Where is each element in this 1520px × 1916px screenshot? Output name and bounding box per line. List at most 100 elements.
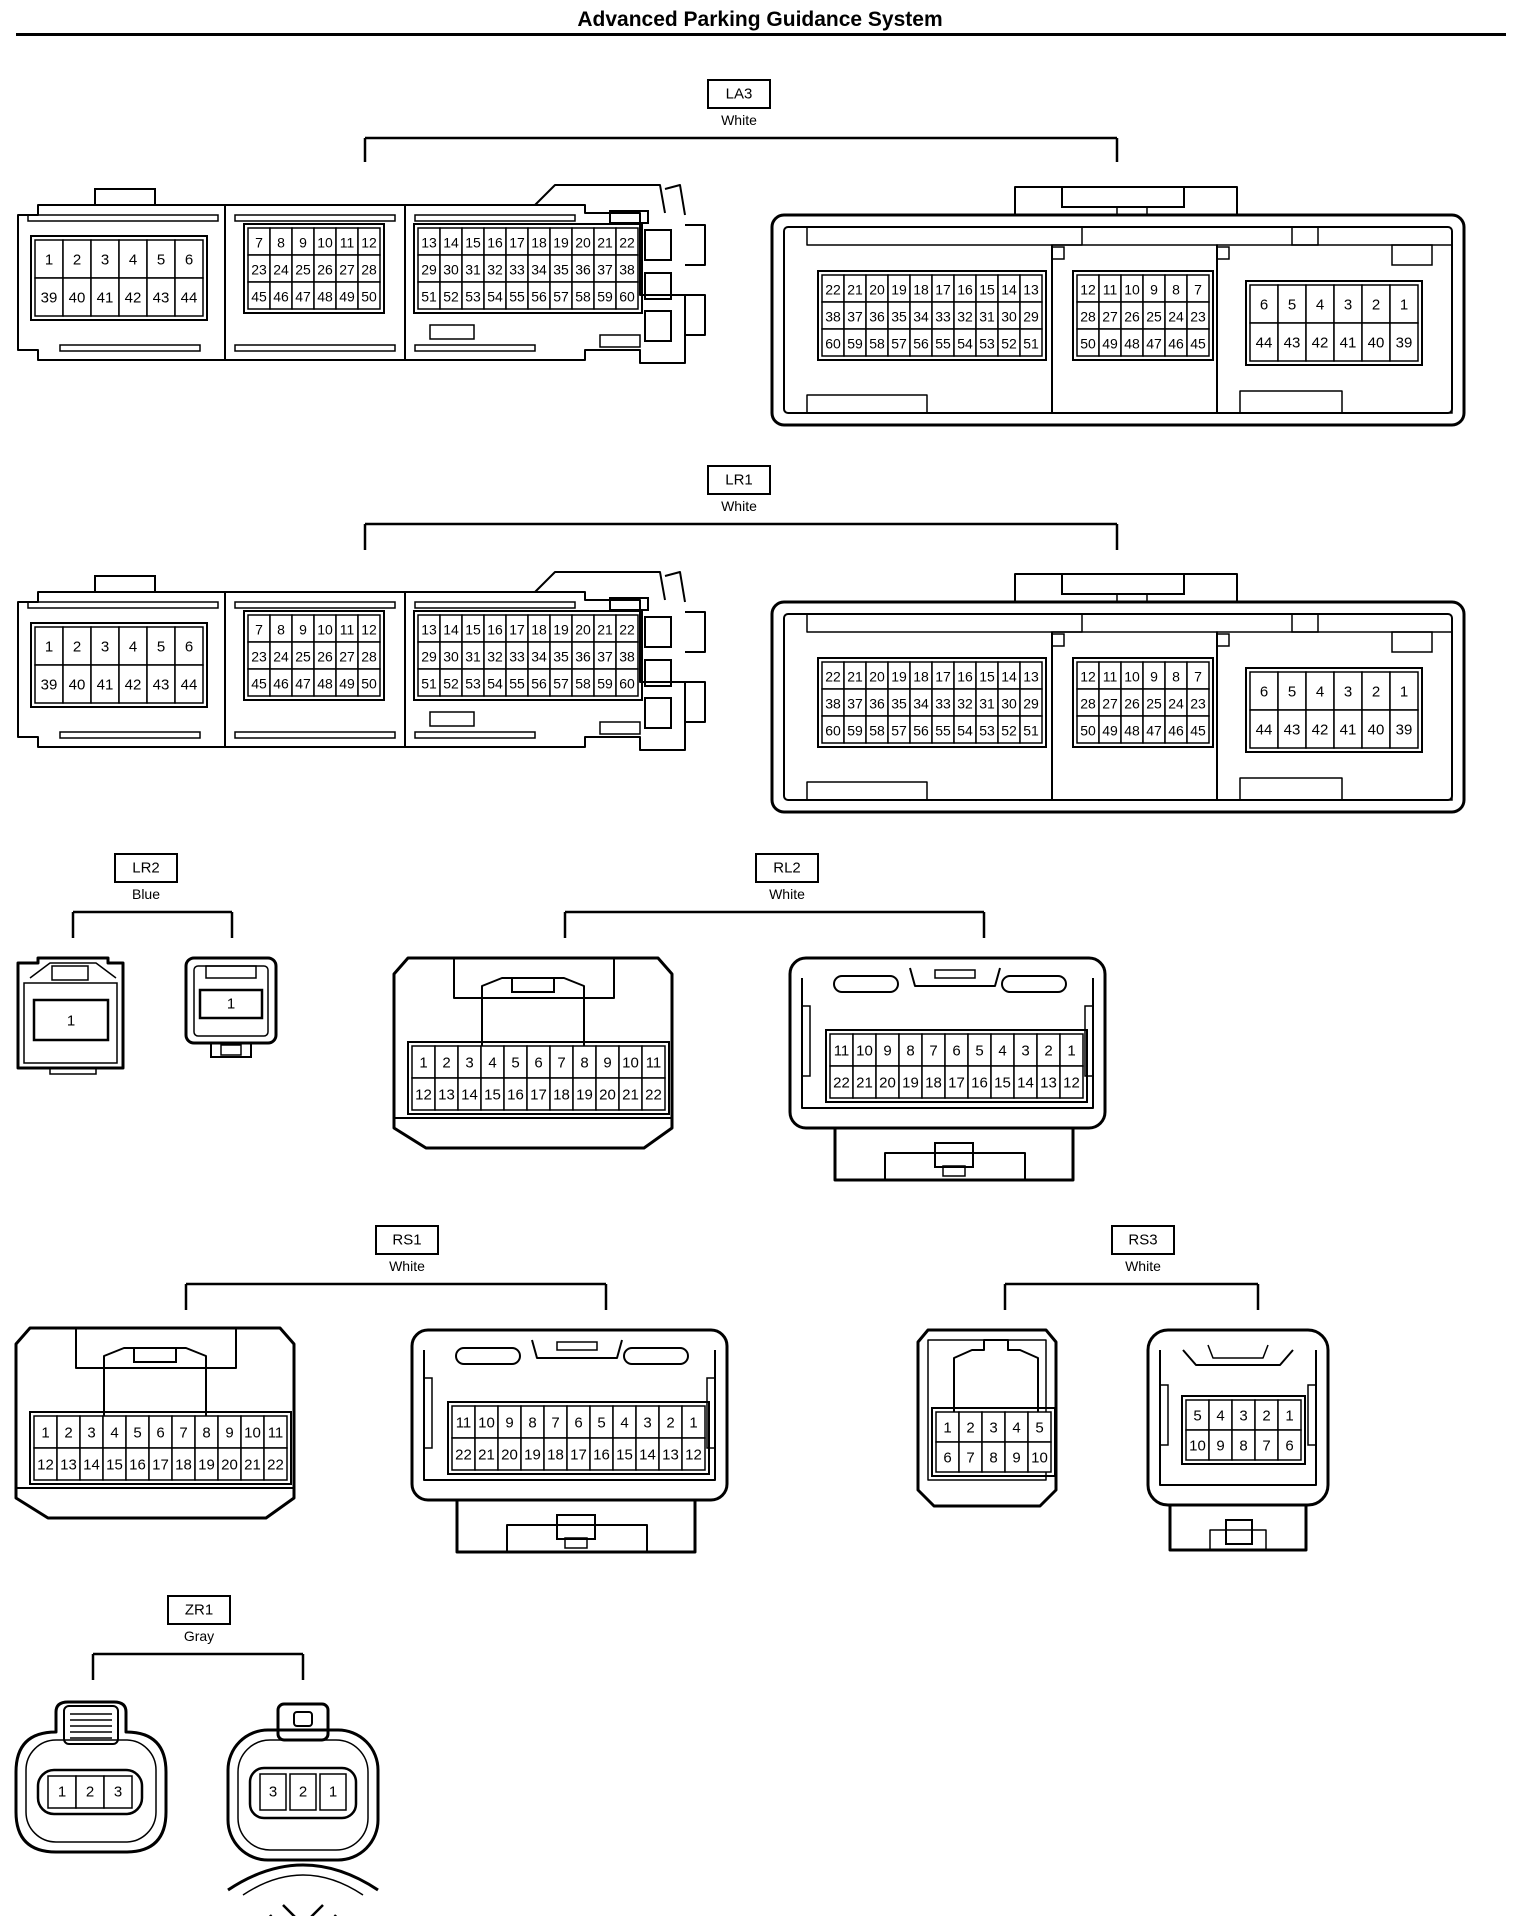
housing-outline <box>25 1739 157 1843</box>
pin-number: 50 <box>1080 723 1096 739</box>
housing-outline <box>623 1347 689 1365</box>
pin-number: 3 <box>101 252 109 269</box>
housing-outline <box>685 224 706 266</box>
terminal-cavity <box>825 1029 1088 1103</box>
pin-number: 14 <box>1001 282 1017 298</box>
pin-cell <box>62 277 92 317</box>
pin-number: 8 <box>1239 1438 1247 1455</box>
pin-cell <box>615 668 639 697</box>
terminal-cavity <box>1245 280 1423 366</box>
pin-number: 43 <box>1284 335 1301 352</box>
pin-number: 4 <box>998 1043 1006 1060</box>
housing-outline <box>599 334 641 348</box>
housing-outline <box>1391 244 1433 266</box>
connector-id-box <box>755 853 819 883</box>
housing-outline <box>455 1347 521 1365</box>
housing-outline <box>1014 573 1238 602</box>
pin-number: 9 <box>1150 669 1158 685</box>
pin-number: 29 <box>421 262 437 278</box>
housing-outline <box>36 1768 144 1816</box>
pin-number: 51 <box>421 676 437 692</box>
housing-outline <box>59 344 201 352</box>
terminal-cavity <box>413 223 643 314</box>
pin-number: 46 <box>273 676 289 692</box>
pin-number: 38 <box>619 262 635 278</box>
pin-cell <box>1361 671 1391 711</box>
pin-cell <box>1361 284 1391 324</box>
pin-number: 20 <box>501 1447 518 1464</box>
pin-number: 1 <box>689 1415 697 1432</box>
pin-number: 46 <box>1168 336 1184 352</box>
pin-number: 53 <box>979 723 995 739</box>
pin-number: 14 <box>1017 1075 1034 1092</box>
pin-number: 6 <box>156 1425 164 1442</box>
pin-number: 42 <box>125 677 142 694</box>
pin-number: 7 <box>929 1043 937 1060</box>
pin-number: 39 <box>41 290 58 307</box>
housing-outline <box>506 1524 648 1552</box>
pin-cell <box>1027 1441 1052 1473</box>
housing-outline <box>644 659 672 687</box>
pin-number: 4 <box>488 1055 496 1072</box>
pin-number: 19 <box>524 1447 541 1464</box>
connector-bracket <box>71 910 234 938</box>
pin-cell <box>103 1775 133 1809</box>
pin-number: 14 <box>443 235 459 251</box>
pin-number: 2 <box>442 1055 450 1072</box>
pin-number: 44 <box>181 677 198 694</box>
pin-number: 49 <box>339 289 355 305</box>
housing-outline <box>942 1165 966 1177</box>
pin-number: 13 <box>1023 669 1039 685</box>
pin-number: 60 <box>619 676 635 692</box>
pin-number: 18 <box>547 1447 564 1464</box>
housing-outline <box>806 227 1083 246</box>
pin-number: 4 <box>1216 1408 1224 1425</box>
pin-number: 7 <box>551 1415 559 1432</box>
title-rule <box>16 33 1506 36</box>
housing-outline <box>644 272 672 300</box>
pin-number: 38 <box>825 309 841 325</box>
pin-number: 55 <box>509 289 525 305</box>
pin-number: 31 <box>979 696 995 712</box>
pin-cell <box>198 988 264 1020</box>
pin-cell <box>259 1773 287 1811</box>
pin-number: 7 <box>966 1450 974 1467</box>
single-pin-socket: 1 <box>184 956 278 1058</box>
pin-cell <box>90 277 120 317</box>
pin-number: 47 <box>1146 723 1162 739</box>
pin-number: 7 <box>255 235 263 251</box>
housing-outline <box>1239 390 1343 413</box>
pin-number: 11 <box>834 1043 850 1060</box>
housing-outline <box>1209 1529 1267 1550</box>
connector-id-box <box>114 853 178 883</box>
pin-number: 16 <box>129 1457 146 1474</box>
pin-cell <box>90 239 120 279</box>
pin-number: 9 <box>225 1425 233 1442</box>
pin-number: 32 <box>487 262 503 278</box>
housing-outline <box>210 1042 252 1058</box>
pin-number: 21 <box>478 1447 495 1464</box>
pin-number: 58 <box>575 289 591 305</box>
pin-number: 20 <box>221 1457 238 1474</box>
pin-number: 28 <box>1080 309 1096 325</box>
pin-cell <box>90 664 120 704</box>
pin-number: 4 <box>620 1415 628 1432</box>
pin-number: 3 <box>269 1784 277 1801</box>
terminal-cavity <box>243 223 385 314</box>
terminal-cavity <box>1072 270 1214 361</box>
housing-outline <box>94 188 156 206</box>
pin-number: 20 <box>575 622 591 638</box>
pin-cell <box>357 281 381 310</box>
pin-number: 46 <box>273 289 289 305</box>
housing-outline <box>685 611 706 653</box>
pin-number: 10 <box>1124 282 1140 298</box>
pin-number: 11 <box>340 622 355 638</box>
pin-number: 47 <box>1146 336 1162 352</box>
pin-number: 3 <box>643 1415 651 1432</box>
